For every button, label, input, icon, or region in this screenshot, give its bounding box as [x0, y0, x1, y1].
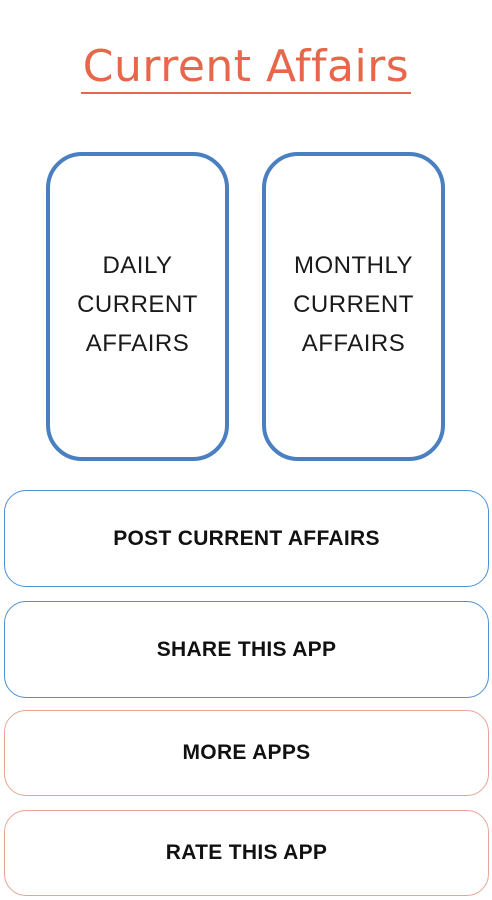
daily-card-label: DAILY CURRENT AFFAIRS — [77, 246, 198, 363]
share-app-label: SHARE THIS APP — [156, 637, 337, 661]
post-current-affairs-label: POST CURRENT AFFAIRS — [113, 526, 380, 550]
rate-app-label: RATE THIS APP — [165, 841, 328, 864]
share-app-button[interactable]: SHARE THIS APP — [4, 601, 489, 698]
rate-app-button[interactable]: RATE THIS APP — [4, 810, 489, 896]
page-title: Current Affairs — [0, 40, 492, 94]
monthly-card-line-3: AFFAIRS — [301, 330, 406, 357]
monthly-current-affairs-card[interactable]: MONTHLY CURRENT AFFAIRS — [262, 152, 445, 461]
more-apps-label: MORE APPS — [182, 741, 311, 764]
daily-card-line-2: CURRENT — [77, 291, 198, 318]
page-title-text: Current Affairs — [80, 41, 412, 94]
monthly-card-label: MONTHLY CURRENT AFFAIRS — [293, 246, 414, 363]
daily-card-line-3: AFFAIRS — [85, 330, 190, 357]
monthly-card-line-2: CURRENT — [293, 291, 414, 318]
daily-card-line-1: DAILY — [102, 252, 173, 279]
monthly-card-line-1: MONTHLY — [293, 252, 414, 279]
more-apps-button[interactable]: MORE APPS — [4, 710, 489, 796]
daily-current-affairs-card[interactable]: DAILY CURRENT AFFAIRS — [46, 152, 229, 461]
post-current-affairs-button[interactable]: POST CURRENT AFFAIRS — [4, 490, 489, 587]
